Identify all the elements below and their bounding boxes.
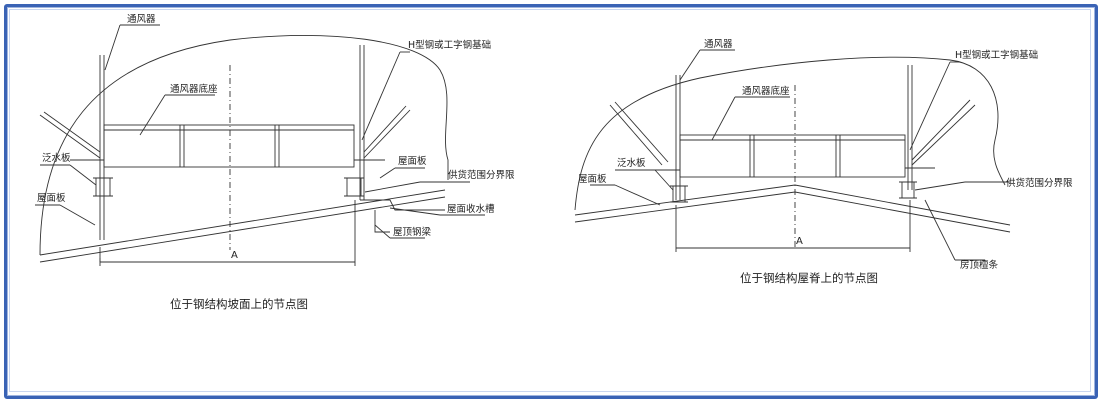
right-dimension-a: A [796,236,803,247]
left-labels: 通风器 通风器底座 H型钢或工字钢基础 泛水板 屋面板 屋面板 供货范围分界限 … [37,14,515,311]
right-label-flashing: 泛水板 [617,157,646,169]
right-label-ventilator: 通风器 [704,39,733,50]
left-caption: 位于钢结构坡面上的节点图 [170,297,308,311]
right-caption: 位于钢结构屋脊上的节点图 [740,271,878,285]
left-label-ventilator-base: 通风器底座 [170,83,218,95]
left-label-purlin: 屋顶钢梁 [393,226,432,238]
left-label-gutter: 屋面收水槽 [447,203,495,215]
left-label-h-steel-base: H型钢或工字钢基础 [408,39,491,51]
right-label-supply-boundary: 供货范围分界限 [1006,177,1073,189]
left-label-roof-panel: 屋面板 [37,192,66,204]
right-diagram [574,49,1011,261]
left-label-flashing: 泛水板 [42,152,71,164]
left-label-roof-panel-right: 屋面板 [398,155,427,167]
right-label-h-steel-base: H型钢或工字钢基础 [955,49,1038,61]
left-diagram [35,24,485,266]
right-label-ventilator-base: 通风器底座 [742,85,790,97]
left-label-supply-boundary: 供货范围分界限 [448,169,515,181]
right-labels: 通风器 通风器底座 H型钢或工字钢基础 泛水板 屋面板 供货范围分界限 房顶檀条… [578,39,1073,285]
left-label-ventilator: 通风器 [127,14,156,25]
right-label-roof-panel: 屋面板 [578,173,607,185]
right-label-purlin: 房顶檀条 [960,259,999,271]
left-dimension-a: A [231,250,238,261]
outer-frame [4,4,1098,399]
inner-frame [9,9,1091,392]
